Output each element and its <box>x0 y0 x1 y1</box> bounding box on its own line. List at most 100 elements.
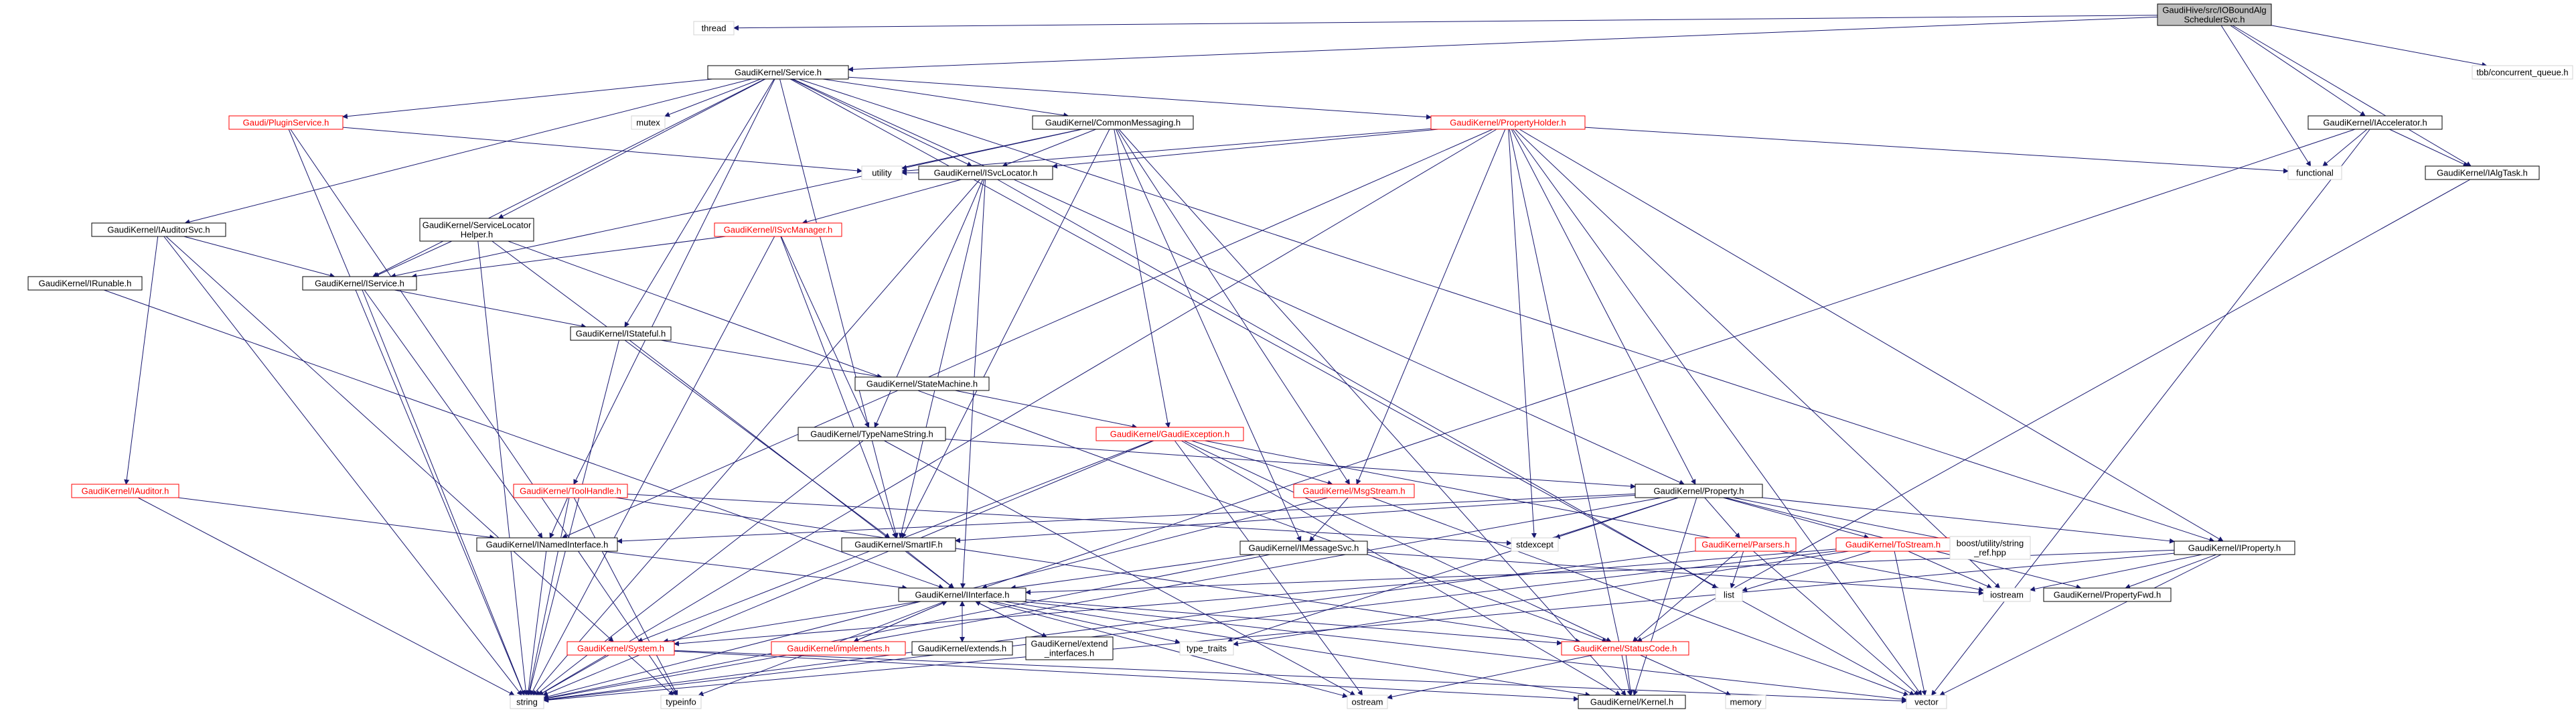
edge-typenamestring-to-property <box>945 439 1636 489</box>
edge-msgstream-to-vector <box>1371 497 1909 697</box>
node-box <box>419 218 534 242</box>
edge-iproperty-to-iostream <box>2030 554 2202 592</box>
node-smartif[interactable]: GaudiKernel/SmartIF.h <box>841 537 956 552</box>
node-gaudiexception[interactable]: GaudiKernel/GaudiException.h <box>1095 427 1244 441</box>
edge-service-to-commonmessaging <box>822 78 1069 118</box>
node-imessagesvc[interactable]: GaudiKernel/IMessageSvc.h <box>1239 541 1368 555</box>
node-isvclocator[interactable]: GaudiKernel/ISvcLocator.h <box>918 165 1053 180</box>
node-iaccelerator[interactable]: GaudiKernel/IAccelerator.h <box>2307 115 2443 130</box>
node-ialgtask[interactable]: GaudiKernel/IAlgTask.h <box>2425 165 2540 180</box>
node-memory[interactable]: memory <box>1725 695 1766 709</box>
node-iostream[interactable]: iostream <box>1983 587 2031 602</box>
node-typenamestring[interactable]: GaudiKernel/TypeNameString.h <box>798 427 946 441</box>
edge-property-to-smartif <box>955 494 1636 543</box>
node-irunable[interactable]: GaudiKernel/IRunable.h <box>27 276 143 291</box>
node-utility[interactable]: utility <box>861 165 903 180</box>
node-propertyholder[interactable]: GaudiKernel/PropertyHolder.h <box>1430 115 1586 130</box>
edge-iaccelerator-to-functional <box>2322 129 2368 167</box>
node-parsers[interactable]: GaudiKernel/Parsers.h <box>1695 537 1797 552</box>
node-label: type_traits <box>1187 644 1227 654</box>
node-iservice[interactable]: GaudiKernel/IService.h <box>302 276 417 291</box>
edge-parsers-to-statuscode <box>1632 551 1738 642</box>
node-statemachine[interactable]: GaudiKernel/StateMachine.h <box>854 376 990 391</box>
node-extends[interactable]: GaudiKernel/extends.h <box>911 641 1013 656</box>
node-iauditor[interactable]: GaudiKernel/IAuditor.h <box>71 484 179 498</box>
node-typetraits[interactable]: type_traits <box>1179 641 1234 656</box>
node-string[interactable]: string <box>510 695 544 709</box>
edge-service-to-iproperty <box>798 78 2215 543</box>
edge-propertyholder-to-inamedinterface <box>561 129 1493 538</box>
edge-system-to-typeinfo <box>627 654 674 696</box>
node-extendinterfaces[interactable]: GaudiKernel/extend_interfaces.h <box>1025 636 1114 660</box>
node-box <box>2307 115 2443 130</box>
node-kernel[interactable]: GaudiKernel/Kernel.h <box>1578 695 1686 709</box>
node-msgstream[interactable]: GaudiKernel/MsgStream.h <box>1293 484 1415 498</box>
node-label: GaudiKernel/IAuditorSvc.h <box>107 225 210 235</box>
node-tbb[interactable]: tbb/concurrent_queue.h <box>2472 65 2573 80</box>
edge-root-to-iaccelerator <box>2230 25 2366 117</box>
edge-implements-to-iinterface <box>853 601 948 642</box>
edge-propertyholder-to-msgstream <box>1356 129 1506 485</box>
node-label: GaudiKernel/ServiceLocator <box>423 220 532 230</box>
edge-propertyholder-to-iostream <box>1515 129 2001 589</box>
edge-iauditorsvc-to-string <box>163 236 522 696</box>
node-label: ostream <box>1352 697 1383 707</box>
edge-service-to-isvclocator <box>791 78 973 167</box>
node-ostream[interactable]: ostream <box>1347 695 1388 709</box>
edge-iaccelerator-to-vector <box>1931 129 2370 696</box>
edge-iinterface-to-typetraits <box>992 601 1181 644</box>
node-label: string <box>516 697 538 707</box>
edge-iaccelerator-to-ialgtask <box>2389 129 2469 167</box>
edge-iinterface-to-ostream <box>987 601 1348 699</box>
node-typeinfo[interactable]: typeinfo <box>660 695 702 709</box>
edge-iinterface-to-vector <box>1022 601 1907 702</box>
edge-root-to-ialgtask <box>2232 25 2472 167</box>
edge-property-to-parsers <box>1704 497 1740 538</box>
edge-system-to-kernel <box>674 650 1579 702</box>
node-vector[interactable]: vector <box>1906 695 1947 709</box>
node-stdexcept[interactable]: stdexcept <box>1511 537 1559 552</box>
node-label: GaudiKernel/IMessageSvc.h <box>1249 543 1359 553</box>
node-functional[interactable]: functional <box>2287 165 2342 180</box>
edge-imessagesvc-to-iinterface <box>1010 554 1256 591</box>
node-inamedinterface[interactable]: GaudiKernel/INamedInterface.h <box>476 537 618 552</box>
node-box <box>660 695 702 709</box>
node-label: iostream <box>1990 590 2024 600</box>
node-service[interactable]: GaudiKernel/Service.h <box>707 65 849 80</box>
node-iinterface[interactable]: GaudiKernel/IInterface.h <box>898 587 1027 602</box>
edge-property-to-inamedinterface <box>617 493 1636 544</box>
edge-service-to-istateful <box>624 78 775 328</box>
node-boostutility[interactable]: boost/utility/string_ref.hpp <box>1949 536 2031 560</box>
node-iauditorsvc[interactable]: GaudiKernel/IAuditorSvc.h <box>91 222 226 237</box>
edge-isvcmanager-to-string <box>530 236 775 696</box>
node-box <box>1032 115 1194 130</box>
node-thread[interactable]: thread <box>693 21 735 35</box>
node-label: tbb/concurrent_queue.h <box>2476 68 2568 78</box>
node-label: GaudiKernel/Kernel.h <box>1590 697 1673 707</box>
node-list[interactable]: list <box>1715 587 1743 602</box>
node-mutex[interactable]: mutex <box>631 115 666 130</box>
edge-iinterface-to-statuscode <box>1025 599 1562 646</box>
node-propertyfwd[interactable]: GaudiKernel/PropertyFwd.h <box>2043 587 2172 602</box>
node-commonmessaging[interactable]: GaudiKernel/CommonMessaging.h <box>1032 115 1194 130</box>
node-toolhandle[interactable]: GaudiKernel/ToolHandle.h <box>513 484 628 498</box>
node-box <box>2043 587 2172 602</box>
node-iproperty[interactable]: GaudiKernel/IProperty.h <box>2174 541 2295 555</box>
node-box <box>2425 165 2540 180</box>
edge-inamedinterface-to-iinterface <box>602 551 908 591</box>
node-istateful[interactable]: GaudiKernel/IStateful.h <box>570 326 672 341</box>
node-tostream[interactable]: GaudiKernel/ToStream.h <box>1835 537 1951 552</box>
node-system[interactable]: GaudiKernel/System.h <box>566 641 675 656</box>
edge-isvcmanager-to-typenamestring <box>781 236 870 428</box>
node-pluginservice[interactable]: Gaudi/PluginService.h <box>228 115 344 130</box>
node-box <box>302 276 417 291</box>
node-statuscode[interactable]: GaudiKernel/StatusCode.h <box>1561 641 1689 656</box>
node-implements[interactable]: GaudiKernel/implements.h <box>771 641 906 656</box>
edge-root-to-thread <box>733 15 2158 31</box>
node-box <box>510 695 544 709</box>
edge-propertyholder-to-kernel <box>1509 129 1633 696</box>
node-isvcmanager[interactable]: GaudiKernel/ISvcManager.h <box>714 222 842 237</box>
node-property[interactable]: GaudiKernel/Property.h <box>1635 484 1763 498</box>
